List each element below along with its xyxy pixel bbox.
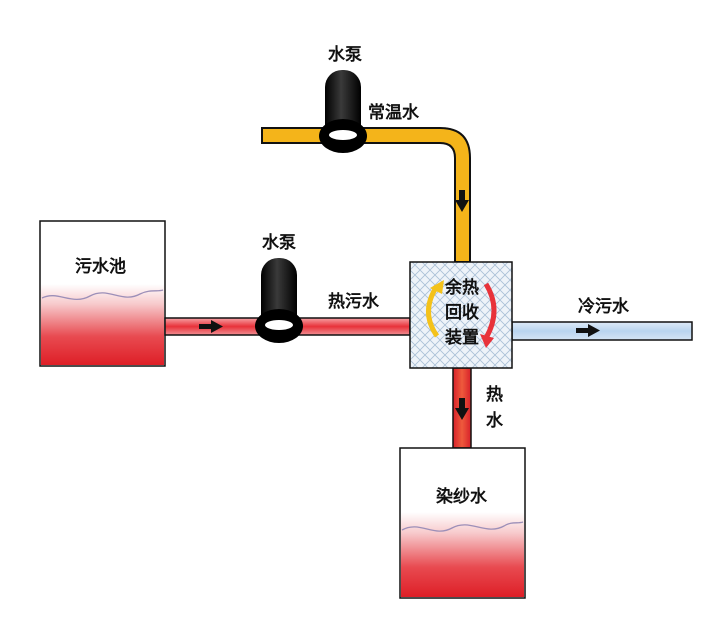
heat-recovery-device	[409, 261, 513, 369]
pump-mid-label: 水泵	[262, 232, 296, 253]
flow-arrow-down-icon	[455, 398, 469, 420]
normal-water-label: 常温水	[368, 102, 420, 123]
device-label-line1: 余热	[444, 277, 479, 298]
cold-sewage-label: 冷污水	[578, 296, 630, 317]
hot-water-label-2: 水	[486, 410, 504, 431]
hot-water-label-1: 热	[486, 384, 503, 405]
cold-sewage-pipe	[511, 321, 693, 341]
sewage-pool-tank	[39, 220, 166, 367]
flow-arrow-down-icon	[455, 190, 469, 212]
device-label-line3: 装置	[444, 327, 479, 348]
device-label-line2: 回收	[445, 302, 479, 323]
dye-water-label: 染纱水	[436, 486, 488, 507]
flow-arrow-right-icon	[576, 324, 600, 337]
pump-top-icon	[319, 70, 367, 153]
dye-water-tank	[399, 447, 526, 599]
pump-mid-icon	[255, 258, 303, 343]
sewage-pool-label: 污水池	[75, 256, 126, 277]
pump-top-label: 水泵	[328, 44, 362, 65]
flow-arrow-right-icon	[199, 320, 223, 333]
hot-sewage-label: 热污水	[328, 291, 380, 312]
